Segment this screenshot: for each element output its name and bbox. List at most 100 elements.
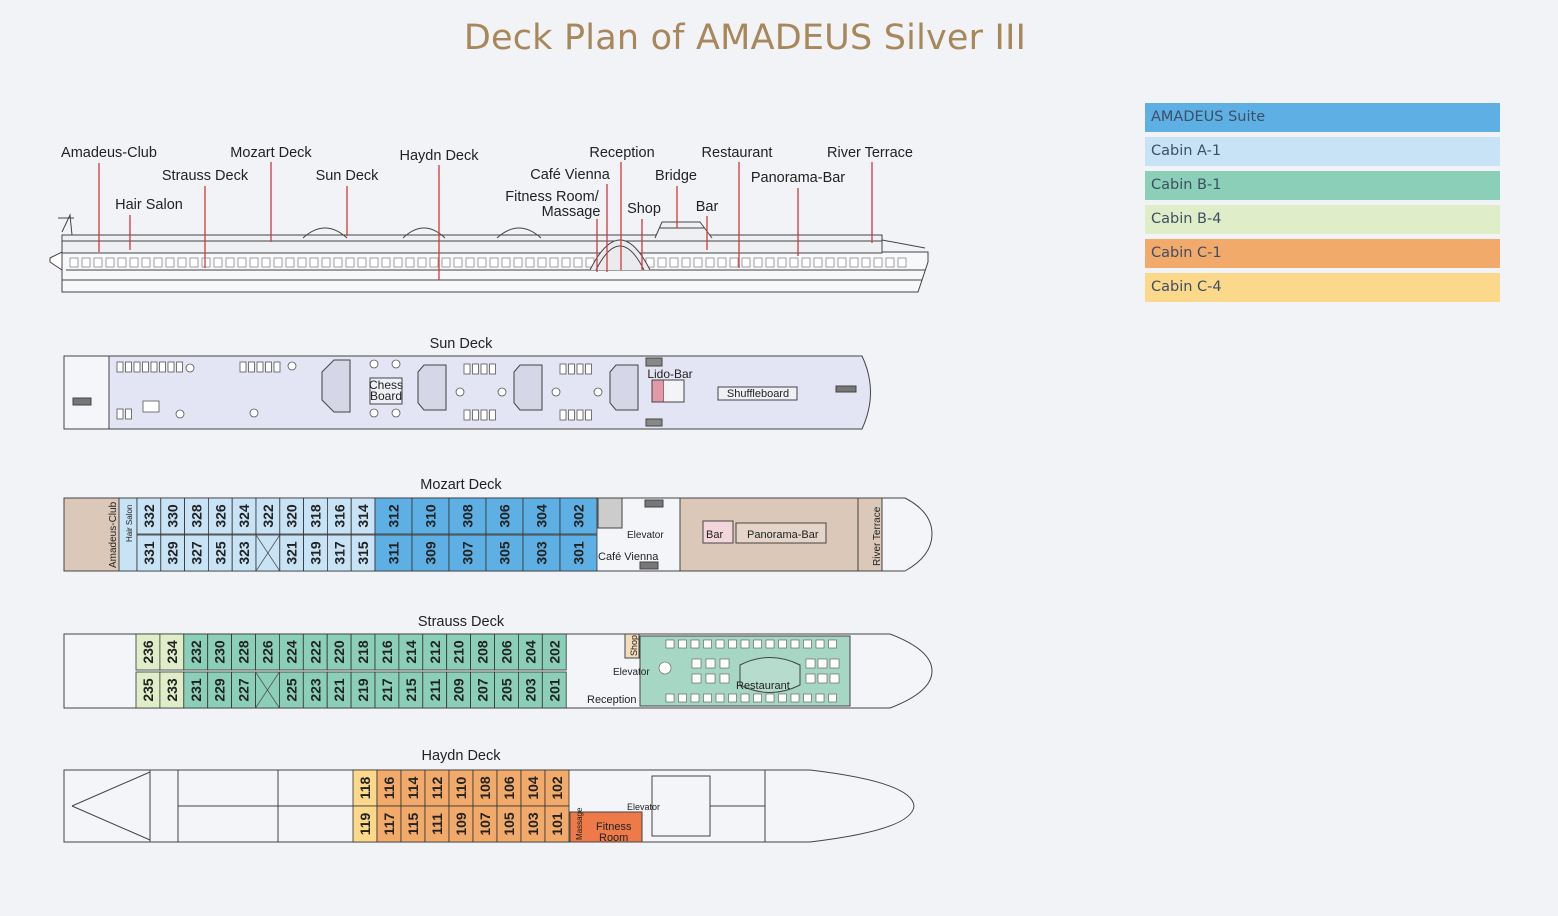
river-terrace-label: River Terrace: [872, 506, 883, 566]
mozart-deck-title: Mozart Deck: [420, 477, 502, 493]
strauss-reception-label: Reception: [587, 694, 637, 706]
cabin-number: 314: [355, 504, 371, 528]
sun-deck-title: Sun Deck: [430, 336, 494, 352]
cabin-number: 107: [477, 812, 493, 836]
haydn-deck-title: Haydn Deck: [422, 748, 502, 764]
label-bar: Bar: [696, 199, 719, 215]
cabin-number: 235: [140, 678, 156, 702]
ship-side-view: [49, 213, 929, 293]
cabin-116: [376, 769, 402, 807]
cabin-number: 311: [386, 541, 402, 564]
cabin-102: [544, 769, 570, 807]
cabin-number: 233: [164, 678, 180, 702]
cabin-number: 231: [188, 678, 204, 702]
cabin-number: 332: [141, 504, 157, 528]
cabin-number: 105: [501, 812, 517, 836]
cabin-number: 236: [140, 640, 156, 664]
haydn-elevator-label: Elevator: [627, 802, 660, 812]
strauss-elevator-label: Elevator: [613, 667, 650, 678]
cabin-number: 101: [549, 812, 565, 836]
cabin-number: 326: [212, 504, 228, 528]
cabin-number: 319: [308, 541, 324, 565]
shuffleboard-label: Shuffleboard: [727, 388, 789, 400]
label-hair-salon: Hair Salon: [115, 197, 183, 213]
legend-cabin-a1: Cabin A-1: [1145, 137, 1500, 166]
cabin-number: 312: [386, 504, 402, 528]
massage-label: Massage: [575, 807, 584, 840]
cabin-306: [485, 497, 524, 535]
cabin-number: 234: [164, 640, 180, 664]
cabin-number: 205: [498, 678, 514, 702]
mozart-elevator-label: Elevator: [627, 530, 664, 541]
cabin-104: [520, 769, 546, 807]
cabin-number: 325: [212, 541, 228, 565]
cafe-vienna-label: Café Vienna: [598, 551, 659, 563]
cabin-number: 202: [546, 640, 562, 664]
cabin-number: 217: [379, 678, 395, 702]
restaurant-tables: [658, 639, 840, 703]
cabin-number: 103: [525, 812, 541, 836]
cabin-number: 218: [355, 640, 371, 664]
cabin-108: [472, 769, 498, 807]
cabin-number: 321: [284, 541, 300, 565]
cabin-number: 102: [549, 776, 565, 800]
cabin-101: [544, 805, 570, 843]
cabin-number: 112: [429, 776, 445, 799]
cabin-number: 208: [475, 640, 491, 664]
cabin-number: 330: [165, 504, 181, 528]
cabin-number: 116: [381, 776, 397, 799]
cabin-number: 232: [188, 640, 204, 664]
cabin-number: 115: [405, 812, 421, 835]
strauss-deck-title: Strauss Deck: [418, 614, 505, 630]
sun-deck-furniture: [116, 359, 603, 421]
cabin-number: 214: [403, 640, 419, 664]
legend-amadeus-suite: AMADEUS Suite: [1145, 103, 1500, 132]
hair-salon-label: Hair Salon: [125, 505, 134, 542]
cabin-number: 317: [331, 541, 347, 565]
chess-board-label: Chess: [369, 378, 403, 392]
cabin-305: [485, 534, 524, 572]
cabin-number: 201: [546, 678, 562, 702]
cabin-number: 104: [525, 776, 541, 800]
label-sun-deck: Sun Deck: [316, 168, 380, 184]
cabin-107: [472, 805, 498, 843]
legend-cabin-b4: Cabin B-4: [1145, 205, 1500, 234]
cabin-number: 315: [355, 541, 371, 565]
cabin-number: 207: [475, 678, 491, 702]
cabin-number: 110: [453, 776, 469, 799]
cabin-number: 227: [236, 678, 252, 702]
cabin-number: 322: [260, 504, 276, 528]
cabin-number: 210: [451, 640, 467, 664]
cabin-number: 223: [307, 678, 323, 702]
cabin-number: 114: [405, 776, 421, 799]
label-amadeus-club: Amadeus-Club: [61, 145, 157, 161]
label-strauss-deck: Strauss Deck: [162, 168, 249, 184]
label-panorama-bar: Panorama-Bar: [751, 170, 845, 186]
cabin-number: 211: [427, 678, 443, 701]
cabin-number: 323: [236, 541, 252, 565]
cabin-number: 119: [357, 812, 373, 835]
cabin-number: 117: [381, 812, 397, 835]
cabin-number: 328: [189, 504, 205, 528]
sun-deck-plan: [63, 355, 871, 430]
restaurant-label: Restaurant: [736, 680, 790, 692]
cabin-number: 215: [403, 678, 419, 702]
cabin-117: [376, 805, 402, 843]
cabin-number: 203: [522, 678, 538, 702]
cabin-number: 228: [236, 640, 252, 664]
cabin-number: 306: [497, 504, 513, 528]
label-fitness-room: Fitness Room/: [505, 189, 599, 205]
cabin-119: [352, 805, 378, 843]
panorama-bar-label: Panorama-Bar: [747, 529, 819, 541]
cabin-number: 226: [259, 640, 275, 664]
cabin-311: [374, 534, 413, 572]
cabin-number: 329: [165, 541, 181, 565]
fitness-room-label-2: Room: [599, 832, 628, 844]
cabin-number: 310: [423, 504, 439, 528]
legend-cabin-b1: Cabin B-1: [1145, 171, 1500, 200]
cabin-number: 327: [189, 541, 205, 565]
cabin-number: 109: [453, 812, 469, 836]
